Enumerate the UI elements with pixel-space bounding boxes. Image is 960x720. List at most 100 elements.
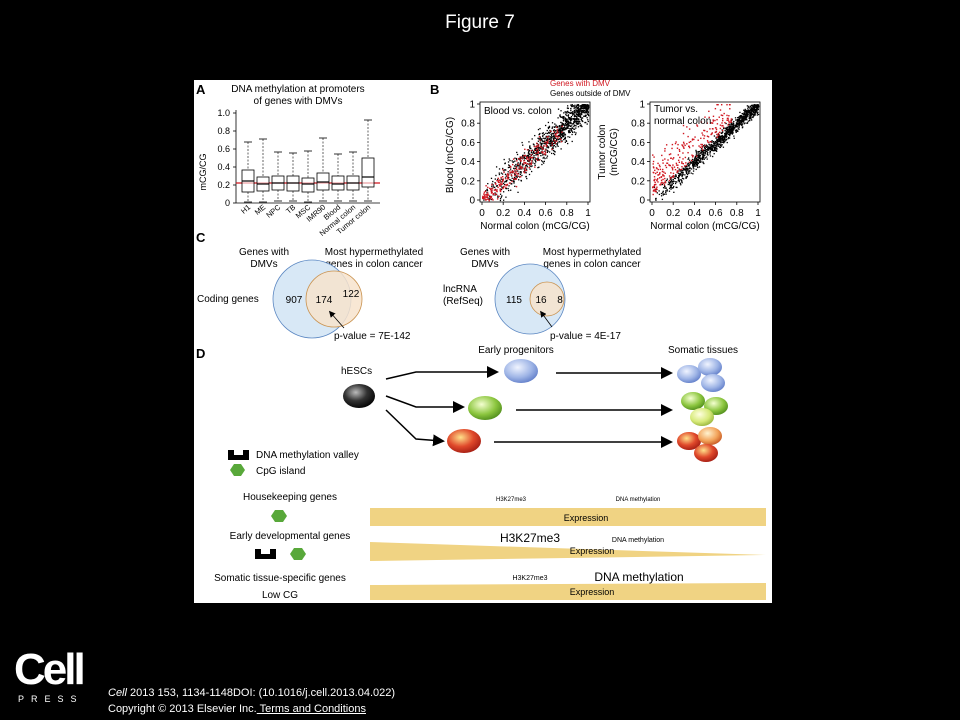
scatter-point-outside-dmv bbox=[735, 126, 738, 128]
scatter-point-dmv bbox=[691, 138, 694, 140]
scatter-point-outside-dmv bbox=[575, 115, 578, 118]
scatter-point-outside-dmv bbox=[570, 129, 573, 132]
scatter-point-outside-dmv bbox=[715, 136, 717, 138]
scatter-point-outside-dmv bbox=[577, 118, 579, 120]
scatter-point-outside-dmv bbox=[558, 130, 560, 132]
scatter-point-outside-dmv bbox=[700, 160, 702, 163]
scatter-point-dmv bbox=[653, 185, 656, 187]
scatter-point-outside-dmv bbox=[520, 179, 522, 182]
scatter-point-outside-dmv bbox=[661, 183, 664, 186]
citation-journal: Cell bbox=[108, 687, 127, 699]
scatter-point-dmv bbox=[553, 139, 556, 142]
scatter-point-outside-dmv bbox=[724, 134, 726, 137]
scatter-point-outside-dmv bbox=[549, 136, 552, 138]
scatter-point-outside-dmv bbox=[517, 162, 519, 164]
scatter-point-outside-dmv bbox=[743, 114, 746, 116]
scatter-point-outside-dmv bbox=[754, 114, 757, 116]
scatter-point-outside-dmv bbox=[708, 147, 711, 150]
panel-a-category-label: NPC bbox=[264, 202, 282, 219]
panel-a-title-line1: DNA methylation at promoters bbox=[231, 84, 364, 95]
scatter-point-outside-dmv bbox=[680, 184, 682, 186]
scatter-point-outside-dmv bbox=[687, 168, 689, 170]
scatter-point-dmv bbox=[544, 149, 547, 151]
scatter-point-outside-dmv bbox=[539, 152, 541, 154]
scatter-point-dmv bbox=[672, 158, 674, 160]
scatter-point-dmv bbox=[703, 137, 705, 140]
scatter-point-outside-dmv bbox=[563, 123, 565, 125]
scatter-point-outside-dmv bbox=[582, 105, 584, 108]
scatter-point-outside-dmv bbox=[548, 138, 551, 140]
scatter-point-outside-dmv bbox=[718, 141, 720, 143]
scatter-point-outside-dmv bbox=[685, 165, 688, 167]
scatter-point-outside-dmv bbox=[571, 130, 573, 132]
scatter-point-outside-dmv bbox=[721, 136, 724, 138]
scatter-point-outside-dmv bbox=[519, 168, 521, 170]
scatter-point-outside-dmv bbox=[725, 134, 727, 136]
scatter-point-dmv bbox=[686, 126, 688, 128]
scatter-point-outside-dmv bbox=[571, 118, 573, 120]
scatter-point-outside-dmv bbox=[715, 141, 717, 144]
scatter-point-outside-dmv bbox=[534, 134, 536, 137]
scatter-point-dmv bbox=[482, 197, 485, 200]
scatter-point-dmv bbox=[511, 180, 513, 183]
scatter-point-outside-dmv bbox=[552, 145, 555, 147]
scatter-point-outside-dmv bbox=[665, 190, 667, 192]
scatter-right-title-line1: Tumor vs. bbox=[654, 104, 698, 115]
scatter-point-outside-dmv bbox=[728, 130, 731, 132]
scatter-point-outside-dmv bbox=[571, 114, 574, 116]
scatter-point-outside-dmv bbox=[696, 161, 698, 163]
scatter-point-outside-dmv bbox=[706, 148, 709, 150]
panel-a-box bbox=[301, 177, 315, 193]
scatter-point-outside-dmv bbox=[732, 122, 735, 124]
scatter-point-outside-dmv bbox=[510, 179, 512, 181]
scatter-point-outside-dmv bbox=[704, 154, 706, 156]
scatter-point-outside-dmv bbox=[498, 168, 501, 170]
scatter-point-outside-dmv bbox=[499, 198, 502, 200]
scatter-point-outside-dmv bbox=[725, 130, 727, 132]
scatter-point-outside-dmv bbox=[529, 158, 532, 160]
scatter-point-outside-dmv bbox=[552, 143, 554, 145]
scatter-point-outside-dmv bbox=[702, 155, 704, 157]
scatter-point-outside-dmv bbox=[577, 123, 580, 125]
scatter-point-outside-dmv bbox=[559, 130, 561, 132]
scatter-point-outside-dmv bbox=[741, 118, 743, 120]
terms-link[interactable]: Terms and Conditions bbox=[256, 703, 366, 715]
scatter-point-outside-dmv bbox=[525, 164, 528, 166]
scatter-point-dmv bbox=[497, 180, 499, 182]
scatter-point-outside-dmv bbox=[724, 140, 726, 143]
scatter-point-dmv bbox=[539, 158, 541, 161]
panel-a-boxplots bbox=[241, 119, 375, 203]
scatter-point-outside-dmv bbox=[753, 108, 755, 110]
scatter-point-dmv bbox=[695, 155, 698, 157]
scatter-point-outside-dmv bbox=[567, 114, 570, 116]
scatter-point-outside-dmv bbox=[755, 109, 757, 112]
scatter-point-dmv bbox=[664, 181, 667, 184]
scatter-point-outside-dmv bbox=[550, 138, 552, 140]
scatter-point-outside-dmv bbox=[709, 151, 711, 153]
scatter-point-outside-dmv bbox=[731, 128, 733, 131]
scatter-point-dmv bbox=[542, 151, 544, 153]
scatter-point-dmv bbox=[677, 164, 679, 166]
scatter-point-outside-dmv bbox=[494, 182, 496, 184]
scatter-point-outside-dmv bbox=[538, 149, 541, 151]
scatter-point-outside-dmv bbox=[577, 113, 580, 116]
scatter-point-outside-dmv bbox=[736, 121, 738, 123]
scatter-point-outside-dmv bbox=[688, 157, 690, 159]
scatter-point-dmv bbox=[661, 170, 664, 173]
scatter-point-outside-dmv bbox=[683, 168, 685, 171]
scatter-point-outside-dmv bbox=[685, 168, 687, 170]
scatter-point-outside-dmv bbox=[528, 153, 530, 155]
scatter-point-outside-dmv bbox=[536, 153, 538, 156]
scatter-point-dmv bbox=[678, 161, 681, 163]
scatter-point-outside-dmv bbox=[717, 143, 719, 146]
scatter-point-outside-dmv bbox=[534, 157, 536, 159]
scatter-point-outside-dmv bbox=[573, 128, 576, 130]
scatter-point-dmv bbox=[486, 198, 488, 200]
scatter-point-outside-dmv bbox=[751, 113, 754, 115]
scatter-point-dmv bbox=[677, 154, 680, 156]
scatter-point-dmv bbox=[524, 168, 526, 170]
scatter-point-dmv bbox=[487, 198, 490, 201]
scatter-point-outside-dmv bbox=[523, 157, 525, 159]
scatter-point-dmv bbox=[555, 133, 557, 135]
